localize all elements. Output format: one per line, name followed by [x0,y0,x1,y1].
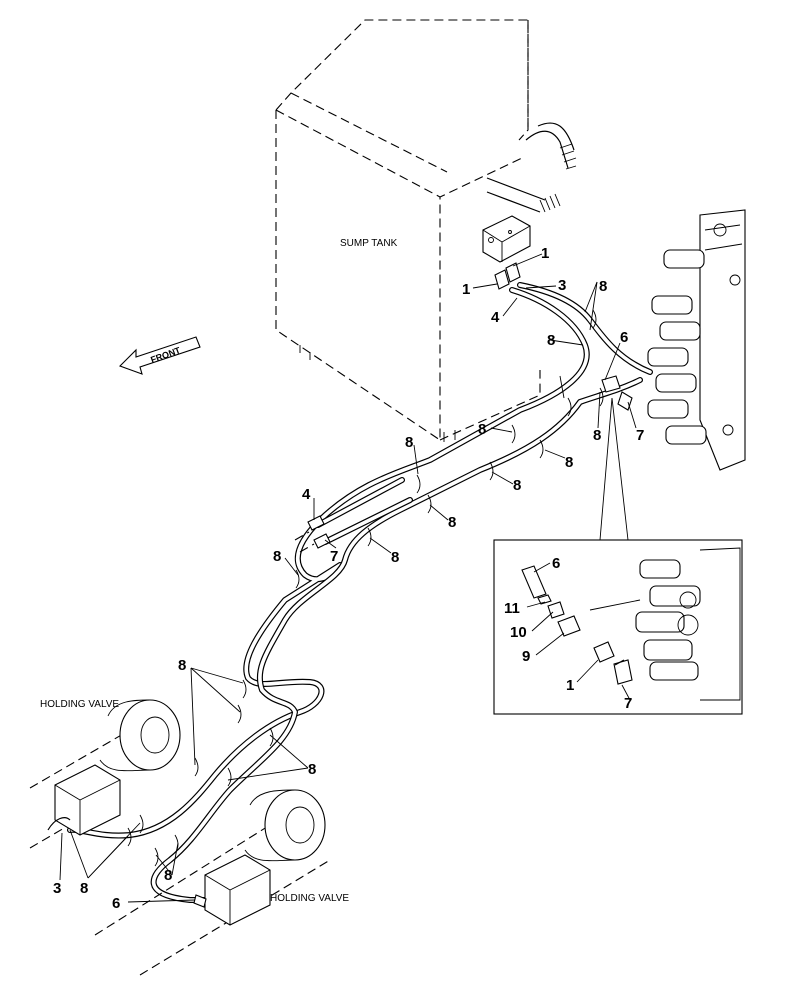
callout-8: 8 [273,548,281,565]
detail-box [493,397,743,715]
callout-8: 8 [513,477,521,494]
callout-7: 7 [330,548,338,565]
callout-6: 6 [620,329,628,346]
callout-labels: 1 1 3 4 8 8 6 8 7 8 8 8 8 8 4 7 8 8 8 8 … [53,245,644,912]
callout-3: 3 [53,880,61,897]
callout-6: 6 [112,895,120,912]
leader-lines [59,253,637,903]
callout-1: 1 [566,677,574,694]
callout-3: 3 [558,277,566,294]
callout-6: 6 [552,555,560,572]
callout-10: 10 [510,624,527,641]
sump-tank: SUMP TANK [275,19,577,442]
callout-11: 11 [504,600,520,617]
callout-7: 7 [636,427,644,444]
callout-4: 4 [302,486,311,503]
callout-8: 8 [164,867,172,884]
holding-valve-right-label: HOLDING VALVE [270,893,349,904]
callout-1: 1 [462,281,470,298]
hose-lines [67,262,653,903]
control-valve [647,209,746,471]
callout-8: 8 [565,454,573,471]
sump-tank-label: SUMP TANK [340,238,398,249]
callout-8: 8 [478,421,486,438]
callout-8: 8 [405,434,413,451]
callout-8: 8 [80,880,88,897]
callout-1: 1 [541,245,549,262]
callout-8: 8 [178,657,186,674]
callout-7: 7 [624,695,632,712]
callout-4: 4 [491,309,500,326]
callout-9: 9 [522,648,530,665]
callout-8: 8 [547,332,555,349]
callout-8: 8 [593,427,601,444]
callout-8: 8 [599,278,607,295]
callout-8: 8 [308,761,316,778]
front-arrow: FRONT [119,336,201,375]
holding-valve-left-drawing [29,699,181,849]
holding-valve-left-label: HOLDING VALVE [40,699,119,710]
callout-8: 8 [391,549,399,566]
callout-8: 8 [448,514,456,531]
holding-valve-right-drawing [94,789,331,976]
